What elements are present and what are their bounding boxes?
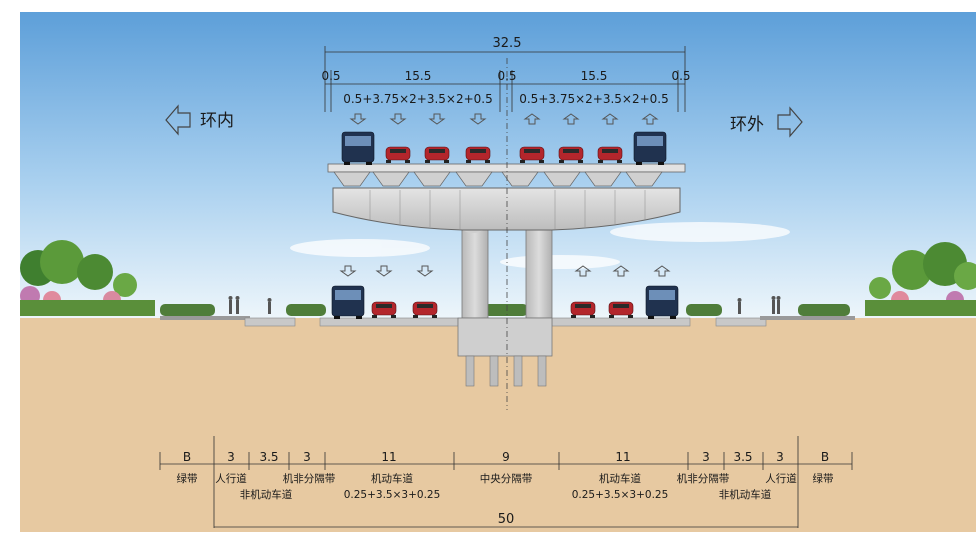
car	[597, 146, 623, 163]
bottom-dim-sidewalk-left: 3	[227, 450, 235, 464]
bus	[341, 131, 375, 165]
top-dim-part-3: 0.5	[497, 69, 516, 83]
girder	[543, 171, 581, 187]
direction-left-label: 环内	[200, 111, 234, 131]
arrow-up-icon	[562, 113, 580, 125]
arrow-down-icon	[428, 113, 446, 125]
arrow-down-icon	[375, 265, 393, 277]
girder	[413, 171, 451, 187]
bus	[633, 131, 667, 165]
car	[608, 301, 634, 318]
bottom-dim-total: 50	[498, 512, 515, 527]
car	[558, 146, 584, 163]
top-dim-part-5: 0.5	[671, 69, 690, 83]
arrow-up-icon	[523, 113, 541, 125]
girder	[625, 171, 663, 187]
car	[570, 301, 596, 318]
bottom-dim-bike-right: 3.5	[733, 450, 752, 464]
label-motor-right: 机动车道	[599, 472, 641, 485]
bottom-dim-sep-right: 3	[702, 450, 710, 464]
label-motor-left-formula: 0.25+3.5×3+0.25	[344, 489, 441, 501]
bottom-dim-sidewalk-right: 3	[776, 450, 784, 464]
label-bike-left: 非机动车道	[240, 488, 293, 501]
car	[519, 146, 545, 163]
top-formula-left: 0.5+3.75×2+3.5×2+0.5	[343, 92, 493, 106]
top-dimension	[324, 46, 686, 112]
bottom-dim-motor-right: 11	[615, 450, 630, 464]
arrow-down-icon	[339, 265, 357, 277]
arrow-down-icon	[389, 113, 407, 125]
trees-right	[686, 242, 976, 316]
girder	[501, 171, 539, 187]
bottom-dim-bike-left: 3.5	[259, 450, 278, 464]
top-dim-part-1: 0.5	[321, 69, 340, 83]
arrow-right-icon	[777, 106, 803, 138]
bus	[645, 285, 679, 319]
label-sidewalk-left: 人行道	[215, 472, 247, 485]
label-bike-right: 非机动车道	[719, 488, 772, 501]
label-median: 中央分隔带	[480, 472, 533, 485]
girder	[372, 171, 410, 187]
car	[412, 301, 438, 318]
bridge-substructure	[455, 225, 553, 387]
bottom-dimension	[159, 436, 853, 528]
top-dim-part-2: 15.5	[405, 69, 432, 83]
girders	[333, 171, 663, 187]
bottom-dim-green-left: B	[183, 450, 191, 464]
label-motor-right-formula: 0.25+3.5×3+0.25	[572, 489, 669, 501]
car	[465, 146, 491, 163]
bottom-dim-median: 9	[502, 450, 510, 464]
arrow-left-icon	[165, 104, 191, 136]
label-separator-left: 机非分隔带	[283, 472, 336, 485]
car	[424, 146, 450, 163]
trees-left	[20, 240, 215, 316]
ground-road	[160, 304, 855, 327]
deck-slab	[327, 163, 686, 173]
top-dim-total: 32.5	[493, 36, 522, 51]
girder	[455, 171, 493, 187]
car	[371, 301, 397, 318]
label-green-right: 绿带	[813, 472, 834, 485]
label-sidewalk-right: 人行道	[765, 472, 797, 485]
cap-beam	[332, 187, 681, 231]
label-green-left: 绿带	[177, 472, 198, 485]
arrow-up-icon	[601, 113, 619, 125]
bottom-dim-green-right: B	[821, 450, 829, 464]
arrow-up-icon	[641, 113, 659, 125]
label-motor-left: 机动车道	[371, 472, 413, 485]
top-dim-part-4: 15.5	[581, 69, 608, 83]
arrow-up-icon	[574, 265, 592, 277]
vehicles	[331, 131, 679, 319]
label-separator-right: 机非分隔带	[677, 472, 730, 485]
arrow-up-icon	[653, 265, 671, 277]
car	[385, 146, 411, 163]
bottom-dim-sep-left: 3	[303, 450, 311, 464]
arrow-down-icon	[416, 265, 434, 277]
girder	[333, 171, 371, 187]
direction-right-label: 环外	[730, 115, 764, 135]
cap-beam-lines	[369, 190, 646, 229]
girder	[584, 171, 622, 187]
bus	[331, 285, 365, 319]
bottom-dim-motor-left: 11	[381, 450, 396, 464]
clouds	[290, 222, 790, 269]
traffic-arrows	[339, 113, 671, 277]
arrow-up-icon	[612, 265, 630, 277]
arrow-down-icon	[349, 113, 367, 125]
arrow-down-icon	[469, 113, 487, 125]
pedestrians	[228, 296, 781, 314]
top-formula-right: 0.5+3.75×2+3.5×2+0.5	[519, 92, 669, 106]
